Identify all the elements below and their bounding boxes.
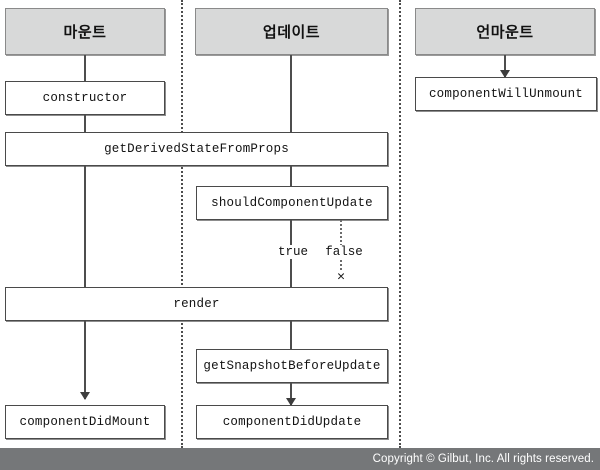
phase-header-mount: 마운트 — [5, 8, 165, 55]
arrowhead-component-did-mount — [80, 392, 90, 400]
branch-label-false: false — [317, 245, 371, 259]
connector-constructor-to-get-derived-state — [84, 115, 86, 132]
branch-label-true: true — [268, 245, 318, 259]
node-should-component-update: shouldComponentUpdate — [196, 186, 388, 220]
phase-header-update: 업데이트 — [195, 8, 388, 55]
node-constructor: constructor — [5, 81, 165, 115]
connector-get-derived-state-to-render-mount — [84, 166, 86, 287]
column-divider-mount-update — [181, 0, 183, 448]
node-get-snapshot-before-update: getSnapshotBeforeUpdate — [196, 349, 388, 383]
node-render: render — [5, 287, 388, 321]
phase-header-unmount: 언마운트 — [415, 8, 595, 55]
node-component-did-update: componentDidUpdate — [196, 405, 388, 439]
arrowhead-component-will-unmount — [500, 70, 510, 78]
connector-mount-to-constructor — [84, 55, 86, 81]
connector-unmount-to-component-will-unmount — [504, 55, 506, 77]
node-get-derived-state-from-props: getDerivedStateFromProps — [5, 132, 388, 166]
connector-get-derived-state-to-should-component-update — [290, 166, 292, 186]
arrowhead-component-did-update — [286, 398, 296, 406]
connector-render-to-get-snapshot — [290, 321, 292, 349]
connector-render-to-component-did-mount — [84, 321, 86, 399]
connector-get-snapshot-to-component-did-update — [290, 383, 292, 405]
node-component-did-mount: componentDidMount — [5, 405, 165, 439]
copyright-text: Copyright © Gilbut, Inc. All rights rese… — [372, 453, 594, 465]
column-divider-update-unmount — [399, 0, 401, 448]
branch-false-stop-icon: ✕ — [330, 270, 352, 283]
node-component-will-unmount: componentWillUnmount — [415, 77, 597, 111]
footer-bar: Copyright © Gilbut, Inc. All rights rese… — [0, 448, 600, 470]
connector-update-to-get-derived-state — [290, 55, 292, 132]
